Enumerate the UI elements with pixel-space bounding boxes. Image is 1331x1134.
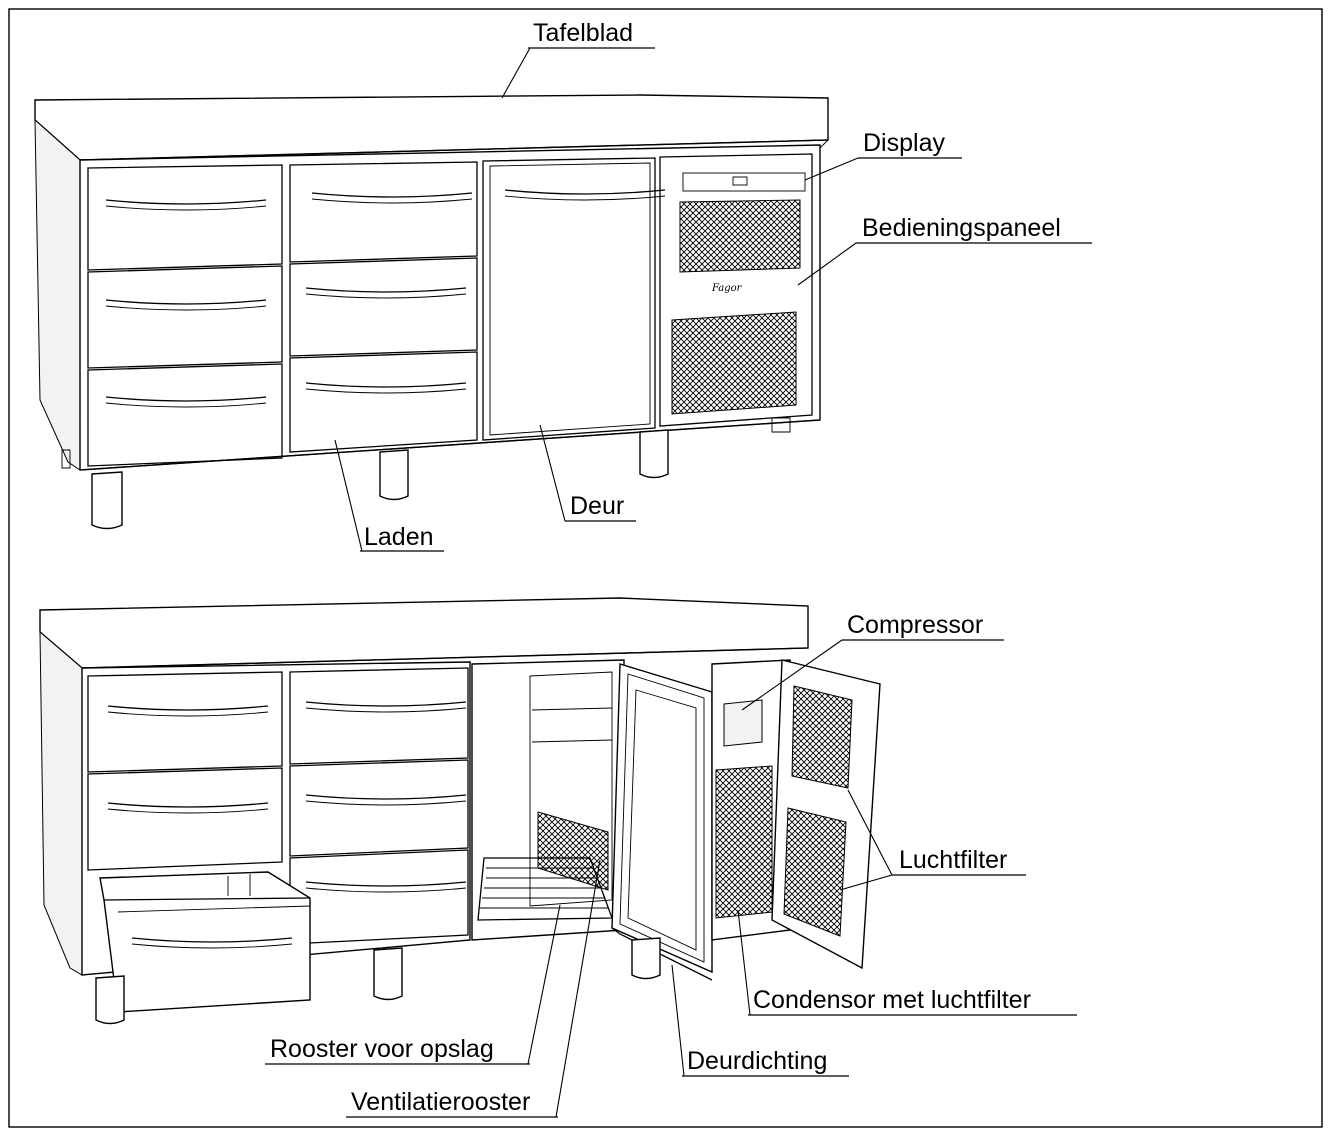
callout-deurdichting: Deurdichting [671, 964, 849, 1077]
top-unit: Fagor [34, 94, 829, 530]
label-condensor: Condensor met luchtfilter [753, 986, 1031, 1014]
ventilation-grille [537, 811, 609, 891]
compressor-unit [723, 699, 763, 747]
bottom-leg [631, 937, 661, 980]
bottom-worktop [39, 597, 809, 669]
label-deur: Deur [570, 492, 624, 520]
bottom-leg [95, 975, 125, 1025]
top-upper-grille [679, 199, 801, 273]
label-rooster: Rooster voor opslag [270, 1035, 494, 1063]
callout-luchtfilter: Luchtfilter [839, 789, 1026, 891]
bottom-open-panel [771, 659, 881, 970]
top-leg [379, 449, 409, 501]
svg-text:Fagor: Fagor [711, 283, 743, 294]
label-compressor: Compressor [847, 611, 983, 639]
callout-condensor: Condensor met luchtfilter [737, 909, 1077, 1016]
label-laden: Laden [364, 523, 434, 551]
top-door [482, 157, 656, 441]
callout-bedieningspaneel: Bedieningspaneel [797, 214, 1092, 286]
label-deurdichting: Deurdichting [687, 1047, 827, 1075]
label-bedieningspaneel: Bedieningspaneel [862, 214, 1061, 242]
top-display-window [682, 172, 806, 192]
label-luchtfilter: Luchtfilter [899, 846, 1007, 874]
top-leg [91, 471, 123, 530]
callout-laden: Laden [334, 439, 444, 552]
top-lower-grille [671, 311, 797, 415]
page-border [8, 8, 1323, 1128]
compressor-section [711, 659, 791, 941]
callout-deur: Deur [539, 424, 636, 522]
callout-display: Display [804, 129, 962, 181]
top-control-panel [659, 153, 813, 427]
callout-tafelblad: Tafelblad [501, 19, 655, 99]
callout-ventilatierooster: Ventilatierooster [346, 859, 601, 1118]
bottom-unit [39, 597, 881, 1025]
label-tafelblad: Tafelblad [533, 19, 633, 47]
upper-air-filter [791, 685, 853, 789]
lower-air-filter [783, 807, 847, 937]
label-ventilatierooster: Ventilatierooster [351, 1088, 530, 1116]
top-leg [639, 429, 669, 479]
callout-rooster: Rooster voor opslag [265, 904, 561, 1065]
top-drawers-right [289, 161, 478, 453]
label-display: Display [863, 129, 945, 157]
bottom-open-door [611, 663, 713, 981]
top-drawers-left [87, 164, 283, 467]
callout-compressor: Compressor [741, 611, 1004, 711]
bottom-leg [373, 947, 403, 1001]
condenser-grille [715, 765, 773, 919]
bottom-drawers [87, 667, 469, 1013]
